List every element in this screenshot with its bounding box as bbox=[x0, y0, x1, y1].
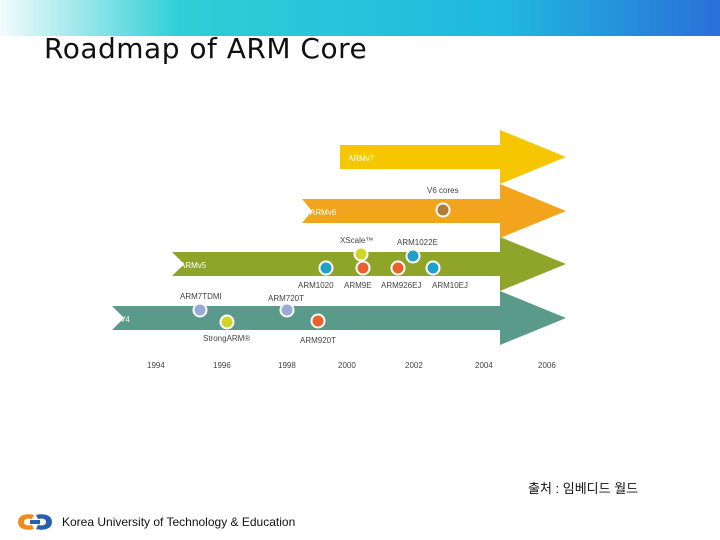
source-note: 출처 : 임베디드 월드 bbox=[528, 481, 639, 496]
year-label-2004: 2004 bbox=[475, 361, 493, 370]
arrow-label-armv6: ARMv6 bbox=[310, 208, 337, 217]
arrow-label-v4: V4 bbox=[120, 315, 130, 324]
core-label-strongarm: StrongARM® bbox=[203, 334, 250, 343]
arrow-label-armv5: ARMv5 bbox=[180, 261, 207, 270]
university-logo-icon bbox=[16, 512, 54, 532]
core-dot-arm7tdmi bbox=[192, 302, 208, 318]
core-label-xscale: XScale™ bbox=[340, 236, 373, 245]
year-label-2006: 2006 bbox=[538, 361, 556, 370]
core-dot-arm1020 bbox=[318, 260, 334, 276]
core-dot-strongarm bbox=[219, 314, 235, 330]
slide-title: Roadmap of ARM Core bbox=[44, 32, 368, 65]
arrow-armv6 bbox=[302, 184, 566, 238]
core-label-arm7tdmi: ARM7TDMI bbox=[180, 292, 222, 301]
core-label-arm9e: ARM9E bbox=[344, 281, 372, 290]
year-label-1994: 1994 bbox=[147, 361, 165, 370]
core-dot-arm926ej bbox=[390, 260, 406, 276]
core-label-arm1022e: ARM1022E bbox=[397, 238, 438, 247]
core-label-v6-cores: V6 cores bbox=[427, 186, 459, 195]
top-banner bbox=[0, 0, 720, 36]
core-label-arm10ej: ARM10EJ bbox=[432, 281, 468, 290]
core-dot-arm10ej bbox=[425, 260, 441, 276]
year-label-1998: 1998 bbox=[278, 361, 296, 370]
core-dot-arm1022e bbox=[405, 248, 421, 264]
core-dot-v6-cores bbox=[435, 202, 451, 218]
core-dot-arm720t bbox=[279, 302, 295, 318]
core-dot-arm9e bbox=[355, 260, 371, 276]
arrow-label-armv7: ARMv7 bbox=[348, 154, 375, 163]
top-banner-gradient bbox=[0, 0, 720, 36]
core-label-arm1020: ARM1020 bbox=[298, 281, 334, 290]
arrow-armv7 bbox=[340, 130, 566, 184]
core-label-arm920t: ARM920T bbox=[300, 336, 336, 345]
core-label-arm720t: ARM720T bbox=[268, 294, 304, 303]
core-label-arm926ej: ARM926EJ bbox=[381, 281, 421, 290]
year-label-1996: 1996 bbox=[213, 361, 231, 370]
year-label-2002: 2002 bbox=[405, 361, 423, 370]
footer-university-name: Korea University of Technology & Educati… bbox=[62, 515, 296, 529]
core-dot-arm920t bbox=[310, 313, 326, 329]
core-dot-xscale bbox=[353, 246, 369, 262]
year-label-2000: 2000 bbox=[338, 361, 356, 370]
arrow-v4 bbox=[112, 291, 566, 345]
